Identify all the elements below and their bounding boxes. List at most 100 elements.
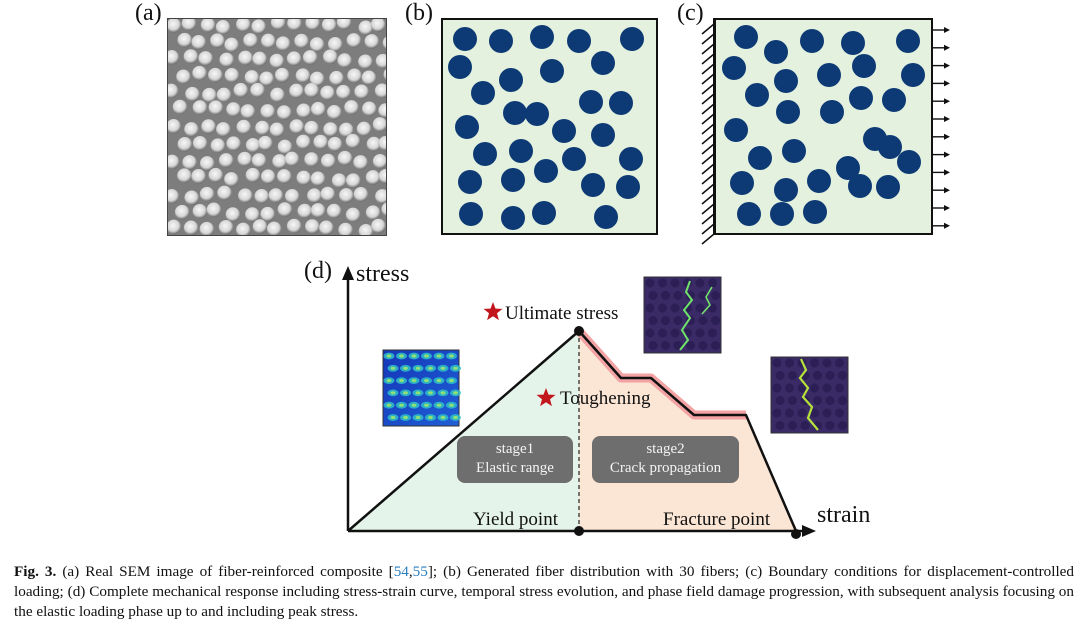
stress-spot-core — [441, 416, 446, 419]
damage-fiber — [823, 359, 832, 368]
damage-fiber — [658, 329, 667, 338]
stage1-title: stage1 — [457, 440, 573, 459]
damage-fiber — [776, 371, 785, 380]
damage-fiber — [708, 279, 717, 288]
citation-link-54[interactable]: 54 — [394, 563, 409, 580]
yield-point-label: Yield point — [473, 509, 559, 530]
damage-fiber — [810, 359, 819, 368]
damage-fiber — [785, 359, 794, 368]
stress-spot-core — [387, 354, 392, 357]
stress-spot-core — [399, 354, 404, 357]
y-axis-label: stress — [356, 261, 409, 287]
damage-fiber — [661, 316, 670, 325]
damage-fiber — [838, 371, 847, 380]
ultimate-stress-label: Ultimate stress — [505, 303, 618, 324]
damage-fiber — [646, 329, 655, 338]
stage2-title: stage2 — [592, 440, 739, 459]
damage-fiber — [699, 316, 708, 325]
damage-fiber — [649, 291, 658, 300]
stress-spot-core — [416, 391, 421, 394]
stress-spot-core — [424, 404, 429, 407]
damage-fiber — [810, 384, 819, 393]
damage-fiber — [711, 291, 720, 300]
stress-spot-core — [428, 416, 433, 419]
damage-fiber — [646, 304, 655, 313]
citation-link-55[interactable]: 55 — [413, 563, 428, 580]
damage-fiber — [674, 291, 683, 300]
stress-spot-core — [391, 416, 396, 419]
fracture-point-marker — [791, 529, 801, 539]
damage-fiber — [788, 421, 797, 430]
stress-spot-core — [449, 354, 454, 357]
stress-spot-core — [403, 367, 408, 370]
stress-spot-core — [428, 391, 433, 394]
damage-fiber — [649, 341, 658, 350]
damage-fiber — [823, 409, 832, 418]
damage-fiber — [788, 396, 797, 405]
damage-fiber — [785, 409, 794, 418]
stress-field-inset — [383, 350, 461, 426]
damage-fiber — [671, 279, 680, 288]
stress-spot-core — [449, 379, 454, 382]
damage-fiber — [696, 304, 705, 313]
damage-fiber — [658, 304, 667, 313]
damage-fiber — [773, 409, 782, 418]
damage-fiber — [661, 341, 670, 350]
figure-caption: Fig. 3. (a) Real SEM image of fiber-rein… — [14, 562, 1074, 622]
stress-spot-core — [416, 367, 421, 370]
x-axis-arrow — [802, 525, 816, 537]
damage-fiber — [776, 396, 785, 405]
damage-fiber — [711, 341, 720, 350]
damage-fiber — [671, 304, 680, 313]
x-axis-label: strain — [817, 502, 870, 528]
damage-fiber — [835, 384, 844, 393]
damage-fiber — [696, 279, 705, 288]
stress-spot-core — [428, 367, 433, 370]
damage-fiber — [801, 421, 810, 430]
damage-fiber — [674, 316, 683, 325]
stage2-box: stage2 Crack propagation — [592, 436, 739, 483]
damage-fiber — [671, 329, 680, 338]
stress-spot-core — [412, 354, 417, 357]
damage-fiber — [646, 279, 655, 288]
stage1-box: stage1 Elastic range — [457, 436, 573, 483]
damage-fiber — [699, 341, 708, 350]
stress-spot-core — [424, 354, 429, 357]
damage-fiber — [798, 409, 807, 418]
caption-label: Fig. 3. — [14, 563, 56, 580]
star-icon — [484, 302, 503, 320]
stress-spot-core — [403, 416, 408, 419]
yield-point-marker — [574, 526, 584, 536]
damage-fiber — [649, 316, 658, 325]
stress-spot-core — [437, 354, 442, 357]
damage-fiber — [835, 359, 844, 368]
stress-spot-core — [391, 367, 396, 370]
stress-spot-core — [387, 404, 392, 407]
stress-spot-core — [399, 379, 404, 382]
stress-spot-core — [424, 379, 429, 382]
stress-spot-core — [391, 391, 396, 394]
stress-spot-core — [449, 404, 454, 407]
damage-fiber — [788, 371, 797, 380]
stress-spot-core — [437, 404, 442, 407]
damage-fiber — [785, 384, 794, 393]
stress-spot-core — [416, 416, 421, 419]
damage-fiber — [826, 421, 835, 430]
damage-fiber — [708, 329, 717, 338]
y-axis-arrow — [342, 266, 354, 280]
damage-fiber — [826, 371, 835, 380]
damage-fiber — [823, 384, 832, 393]
stress-spot-core — [453, 416, 458, 419]
damage-field-inset-peak — [644, 277, 721, 353]
stress-spot-core — [412, 379, 417, 382]
damage-fiber — [696, 329, 705, 338]
damage-fiber — [773, 384, 782, 393]
stress-spot-core — [399, 404, 404, 407]
stage1-subtitle: Elastic range — [457, 459, 573, 478]
damage-field-inset-fracture — [771, 357, 848, 433]
damage-fiber — [711, 316, 720, 325]
stress-spot-core — [441, 367, 446, 370]
stress-spot-core — [387, 379, 392, 382]
damage-fiber — [826, 396, 835, 405]
damage-fiber — [813, 396, 822, 405]
